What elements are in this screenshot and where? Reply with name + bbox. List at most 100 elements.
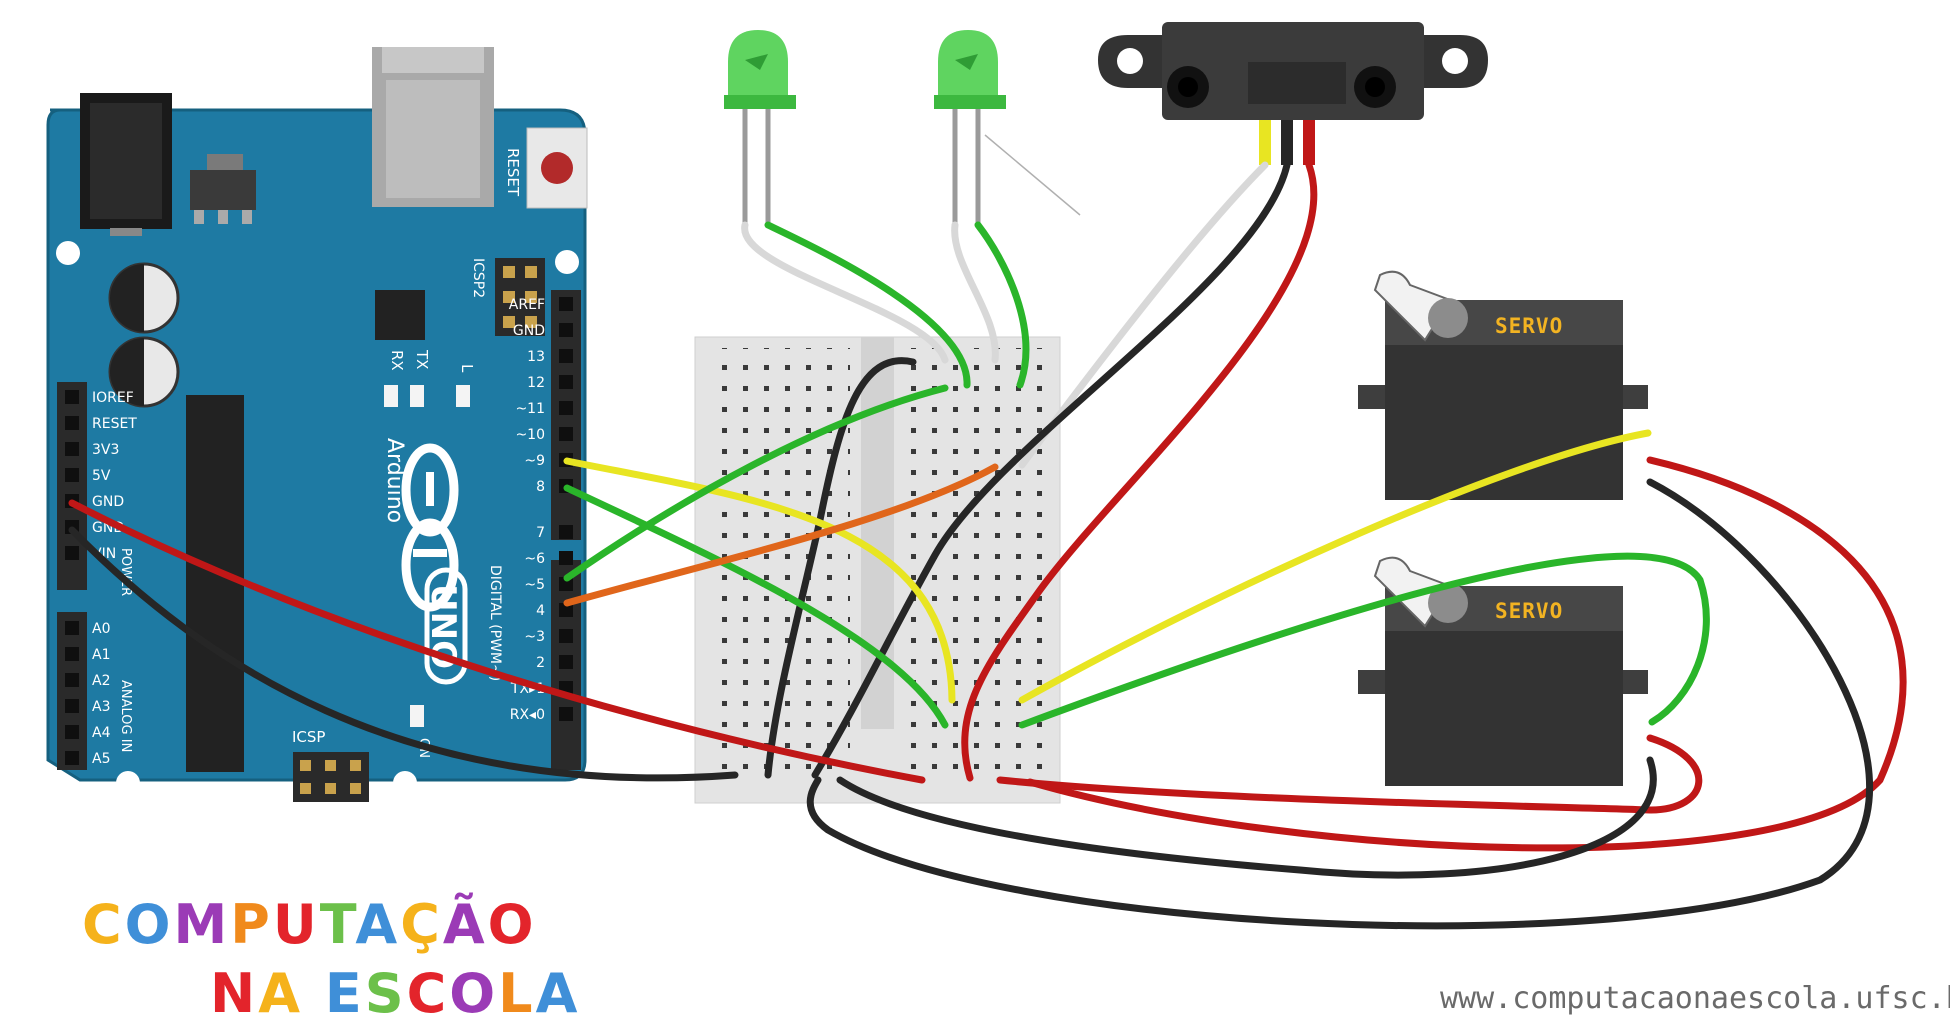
pin-label: 5V	[92, 468, 111, 484]
header-pin-socket	[65, 416, 79, 430]
header-pin-socket	[65, 468, 79, 482]
wire-yellow-servo1	[1018, 429, 1652, 704]
wire-green-led1	[764, 221, 971, 389]
header-pin-socket	[559, 323, 573, 337]
pin-label: IOREF	[92, 390, 134, 406]
header-pin-socket	[559, 349, 573, 363]
pin-label: A5	[92, 751, 110, 767]
usb-chip	[375, 290, 425, 340]
icsp-header	[293, 752, 369, 802]
header-pin-socket	[559, 297, 573, 311]
green-led-1	[724, 30, 796, 225]
pin-label: A1	[92, 647, 110, 663]
pin-label: A0	[92, 621, 110, 637]
voltage-regulator	[190, 154, 256, 224]
l-led	[456, 385, 470, 407]
breadboard	[694, 336, 1061, 804]
pin-label: ~10	[515, 427, 545, 443]
pin-label: 4	[536, 603, 545, 619]
reset-button[interactable]	[526, 127, 588, 209]
header-pin-socket	[559, 525, 573, 539]
reset-label: RESET	[504, 148, 522, 197]
pin-label: RESET	[92, 416, 137, 432]
mounting-hole	[393, 771, 417, 795]
pin-label: GND	[513, 323, 545, 339]
header-pin-socket	[559, 629, 573, 643]
pin-label: ~11	[515, 401, 545, 417]
icsp2-header	[495, 258, 545, 336]
dc-power-jack	[80, 93, 172, 236]
header-pin-socket	[559, 603, 573, 617]
pin-label: 13	[527, 349, 545, 365]
ir-distance-sensor	[1098, 22, 1488, 165]
rx-led	[384, 385, 398, 407]
tx-led-label: TX	[413, 349, 431, 369]
wire-black-servo1	[806, 478, 1873, 930]
rx-led-label: RX	[388, 350, 406, 371]
logo-line-2: NA ESCOLA	[210, 962, 580, 1024]
wire-orange-pin6	[563, 463, 999, 607]
mounting-hole	[56, 241, 80, 265]
usb-port	[372, 47, 494, 207]
arduino-logo	[401, 443, 459, 612]
header-pin-socket	[65, 673, 79, 687]
wire-black-servo2	[836, 756, 1657, 879]
header-pin-socket	[65, 390, 79, 404]
green-led-2	[934, 30, 1006, 225]
header-pin-socket	[65, 647, 79, 661]
header-pin-socket	[65, 725, 79, 739]
header-pin-socket	[559, 427, 573, 441]
header-pin-socket	[65, 751, 79, 765]
l-led-label: L	[458, 364, 476, 373]
wire-red-servo2	[996, 734, 1703, 814]
mounting-hole	[116, 771, 140, 795]
analog-header	[57, 612, 87, 770]
pin-label: RX◂0	[510, 707, 545, 723]
servo-1[interactable]: SERVO	[1358, 270, 1648, 500]
pin-label: 12	[527, 375, 545, 391]
header-pin-socket	[559, 551, 573, 565]
pin-label: 8	[536, 479, 545, 495]
header-pin-socket	[65, 442, 79, 456]
wire-red-5v	[68, 499, 926, 784]
header-pin-socket	[65, 546, 79, 560]
pin-label: ~9	[524, 453, 545, 469]
led-annotation-line	[984, 134, 1081, 216]
wire-red-sensor	[961, 161, 1318, 782]
on-led	[410, 705, 424, 727]
pin-label: A2	[92, 673, 110, 689]
servo-2[interactable]: SERVO	[1358, 556, 1648, 786]
arduino-uno-board: RESET ICSP2 L TX RX Arduino UNO DIGITAL …	[46, 47, 588, 802]
header-pin-socket	[559, 707, 573, 721]
header-pin-socket	[559, 655, 573, 669]
mounting-hole	[555, 250, 579, 274]
wire-white-led2	[951, 221, 999, 364]
wire-green-servo2	[1018, 552, 1710, 729]
wire-red-servo1	[1026, 456, 1907, 852]
capacitor	[108, 262, 180, 334]
wires	[68, 161, 1907, 930]
pin-label: 3V3	[92, 442, 119, 458]
pin-label: ~6	[524, 551, 545, 567]
wire-white-led1	[741, 221, 949, 364]
header-pin-socket	[65, 699, 79, 713]
servo-1-label: SERVO	[1495, 314, 1563, 338]
pin-label: A4	[92, 725, 111, 741]
pin-label: 7	[536, 525, 545, 541]
header-pin-socket	[65, 621, 79, 635]
wire-black-sensor	[811, 161, 1291, 779]
website-url[interactable]: www.computacaonaescola.ufsc.br	[1440, 981, 1950, 1016]
atmega-chip	[186, 395, 244, 772]
icsp2-label: ICSP2	[470, 258, 486, 298]
pin-label: ~5	[524, 577, 545, 593]
arduino-brand: Arduino	[382, 438, 407, 523]
uno-logo-frame	[424, 567, 468, 685]
pin-label: AREF	[509, 297, 545, 313]
computacao-na-escola-logo: COMPUTAÇÃO NA ESCOLA	[82, 893, 580, 1024]
digital-pwm-label: DIGITAL (PWM~)	[487, 565, 503, 681]
pin-label: A3	[92, 699, 110, 715]
pin-label: ~3	[524, 629, 545, 645]
